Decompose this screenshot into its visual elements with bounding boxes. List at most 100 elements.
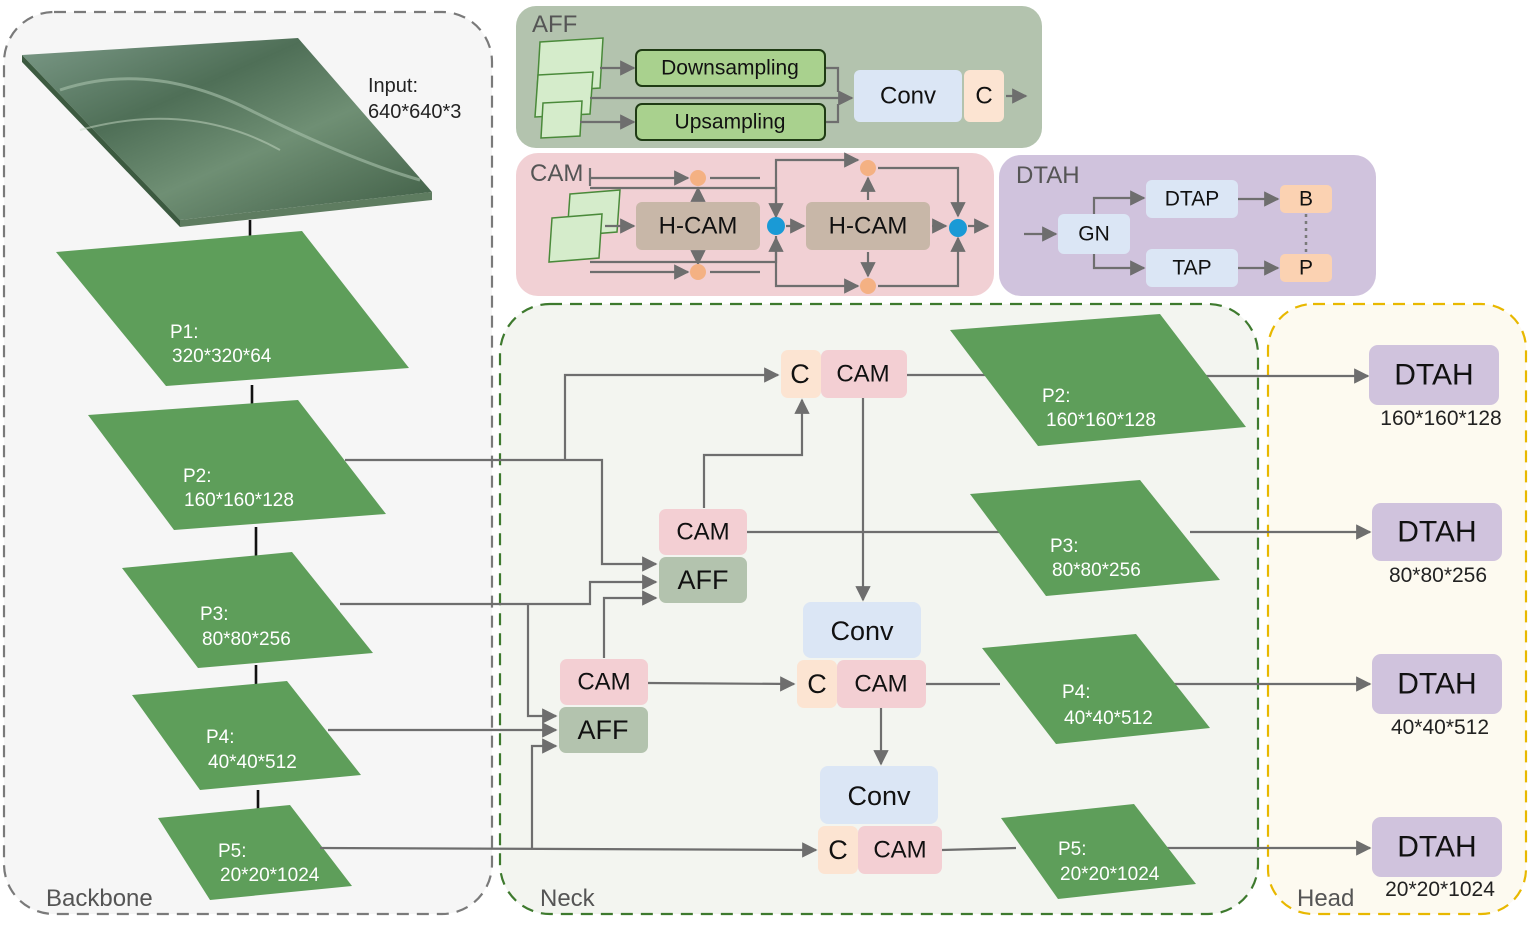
dtah-label: DTAH — [1397, 516, 1476, 549]
aff-conv-label: Conv — [880, 83, 936, 110]
head-dtah-1: DTAH 160*160*128 — [1369, 345, 1502, 430]
concat-label: C — [790, 359, 810, 389]
layer-dims: 320*320*64 — [172, 346, 272, 367]
neck-bottom-conv-c-cam: Conv C CAM — [818, 766, 942, 874]
tap-box — [1146, 249, 1238, 287]
aff-feature-stack — [534, 37, 604, 139]
neck-cam-aff-lower: CAM AFF — [559, 659, 648, 753]
layer-dims: 80*80*256 — [202, 629, 291, 650]
layer-name: P3: — [200, 604, 229, 625]
layer-name: P5: — [1058, 839, 1087, 860]
backbone-layer-p3: P3: 80*80*256 — [122, 552, 373, 668]
layer-dims: 20*20*1024 — [220, 865, 320, 886]
p-box — [1280, 254, 1332, 282]
aff-label: AFF — [578, 715, 629, 745]
p-label: P — [1299, 257, 1313, 280]
neck-connections — [319, 367, 1372, 858]
layer-dims: 40*40*512 — [1064, 708, 1153, 729]
dtap-box — [1146, 180, 1238, 218]
aff-concat-label: C — [975, 83, 992, 110]
cam-feature-stack — [548, 189, 621, 263]
cam-label: CAM — [836, 361, 889, 388]
concat-label: C — [807, 669, 827, 699]
cam-label: CAM — [854, 671, 907, 698]
layer-dims: 20*20*1024 — [1060, 864, 1160, 885]
layer-name: P4: — [206, 727, 235, 748]
neck-top-c-cam: C CAM — [781, 350, 907, 398]
neck-output-p2: P2: 160*160*128 — [950, 314, 1246, 446]
cam-node — [690, 170, 706, 186]
neck-cam-aff-upper: CAM AFF — [659, 509, 747, 603]
aff-concat-box — [964, 70, 1004, 122]
hcam-box-2 — [806, 202, 930, 250]
input-label: Input: — [368, 75, 418, 97]
layer-dims: 160*160*128 — [1046, 410, 1156, 431]
b-label: B — [1299, 188, 1313, 211]
aff-module-panel: AFF Downsampling Upsampling Conv C — [516, 6, 1042, 148]
cam-fusion-node — [767, 217, 785, 235]
input-image: Input: 640*640*3 — [22, 38, 461, 227]
hcam-label-1: H-CAM — [659, 213, 738, 240]
backbone-layer-p1: P1: 320*320*64 — [56, 231, 409, 386]
head-dtah-4: DTAH 20*20*1024 — [1372, 817, 1502, 901]
dtah-dims: 40*40*512 — [1391, 716, 1489, 739]
head-dtah-2: DTAH 80*80*256 — [1372, 503, 1502, 587]
layer-name: P2: — [183, 466, 212, 487]
cam-node — [690, 264, 706, 280]
gn-label: GN — [1078, 223, 1110, 246]
layer-dims: 80*80*256 — [1052, 560, 1141, 581]
cam-fusion-node — [949, 219, 967, 237]
neck-output-p4: P4: 40*40*512 — [982, 634, 1210, 744]
layer-name: P5: — [218, 841, 247, 862]
input-dims: 640*640*3 — [368, 101, 461, 123]
dtah-dims: 160*160*128 — [1380, 407, 1501, 430]
backbone-label: Backbone — [46, 885, 153, 912]
backbone-layer-p2: P2: 160*160*128 — [88, 400, 386, 530]
layer-dims: 40*40*512 — [208, 752, 297, 773]
cam-node — [860, 160, 876, 176]
hcam-box-1 — [636, 202, 760, 250]
layer-name: P4: — [1062, 682, 1091, 703]
dtah-label: DTAH — [1394, 359, 1473, 392]
layer-name: P1: — [170, 322, 199, 343]
cam-node — [860, 278, 876, 294]
layer-name: P3: — [1050, 536, 1079, 557]
dtap-label: DTAP — [1165, 188, 1219, 211]
aff-conv-box — [854, 70, 962, 122]
layer-name: P2: — [1042, 386, 1071, 407]
gn-box — [1058, 214, 1130, 254]
head-label: Head — [1297, 885, 1354, 912]
downsampling-box — [635, 49, 826, 87]
neck-output-p5: P5: 20*20*1024 — [1001, 804, 1196, 899]
neck-output-p3: P3: 80*80*256 — [970, 480, 1220, 596]
concat-label: C — [828, 835, 848, 865]
backbone-layer-p4: P4: 40*40*512 — [132, 681, 361, 790]
neck-label: Neck — [540, 885, 596, 912]
dtah-dims: 80*80*256 — [1389, 564, 1487, 587]
hcam-label-2: H-CAM — [829, 213, 908, 240]
upsampling-box — [635, 103, 826, 141]
cam-label: CAM — [873, 837, 926, 864]
cam-label: CAM — [676, 519, 729, 546]
dtah-module-panel: DTAH GN DTAP TAP B P — [999, 155, 1376, 296]
cam-module-panel: CAM H-CAM H-CAM — [516, 152, 994, 296]
head-dtah-3: DTAH 40*40*512 — [1372, 654, 1502, 739]
head-section: Head — [1266, 302, 1528, 916]
tap-label: TAP — [1172, 257, 1211, 280]
aff-module-title: AFF — [532, 11, 577, 38]
dtah-dims: 20*20*1024 — [1385, 878, 1495, 901]
conv-label: Conv — [830, 616, 894, 646]
upsampling-label: Upsampling — [675, 111, 786, 134]
cam-module-title: CAM — [530, 160, 583, 187]
conv-label: Conv — [847, 781, 911, 811]
b-box — [1280, 185, 1332, 213]
downsampling-label: Downsampling — [661, 57, 799, 80]
aff-label: AFF — [678, 565, 729, 595]
dtah-module-title: DTAH — [1016, 162, 1080, 189]
cam-label: CAM — [577, 669, 630, 696]
backbone-layer-p5: P5: 20*20*1024 — [158, 805, 352, 900]
dtah-label: DTAH — [1397, 668, 1476, 701]
neck-mid-conv-c-cam: Conv C CAM — [797, 602, 926, 708]
layer-dims: 160*160*128 — [184, 490, 294, 511]
